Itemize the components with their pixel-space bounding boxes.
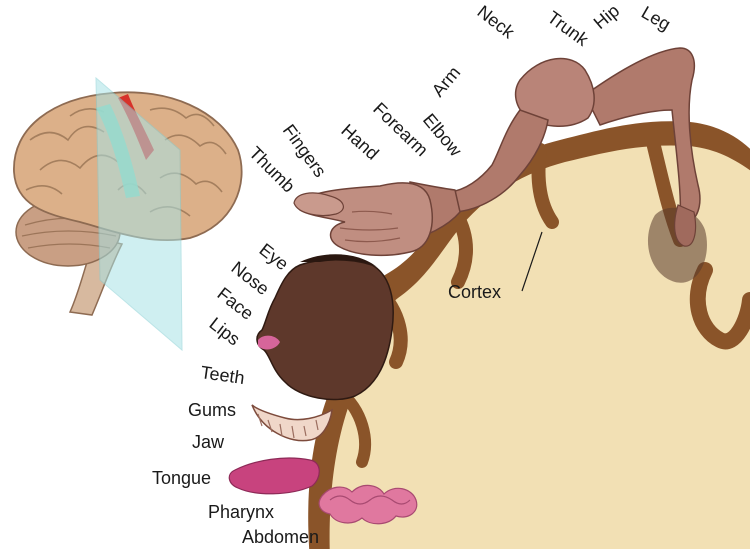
label-trunk: Trunk [544, 7, 593, 50]
label-tongue: Tongue [152, 468, 211, 488]
foot [675, 205, 696, 246]
label-hand: Hand [337, 120, 382, 164]
label-leg: Leg [638, 2, 674, 34]
label-lips: Lips [206, 313, 244, 349]
label-arm: Arm [428, 62, 465, 100]
label-jaw: Jaw [192, 432, 225, 452]
label-neck: Neck [474, 1, 519, 43]
label-abdomen: Abdomen [242, 527, 319, 547]
label-pharynx: Pharynx [208, 502, 274, 522]
tongue [229, 458, 319, 494]
label-cortex: Cortex [448, 282, 501, 302]
face [257, 260, 393, 400]
label-eye: Eye [256, 239, 293, 274]
label-hip: Hip [590, 0, 624, 33]
label-elbow: Elbow [419, 110, 466, 161]
label-teeth: Teeth [199, 362, 245, 388]
label-gums: Gums [188, 400, 236, 420]
label-thumb: Thumb [245, 143, 299, 197]
inset-brain [14, 78, 242, 350]
gums-teeth [252, 405, 332, 441]
